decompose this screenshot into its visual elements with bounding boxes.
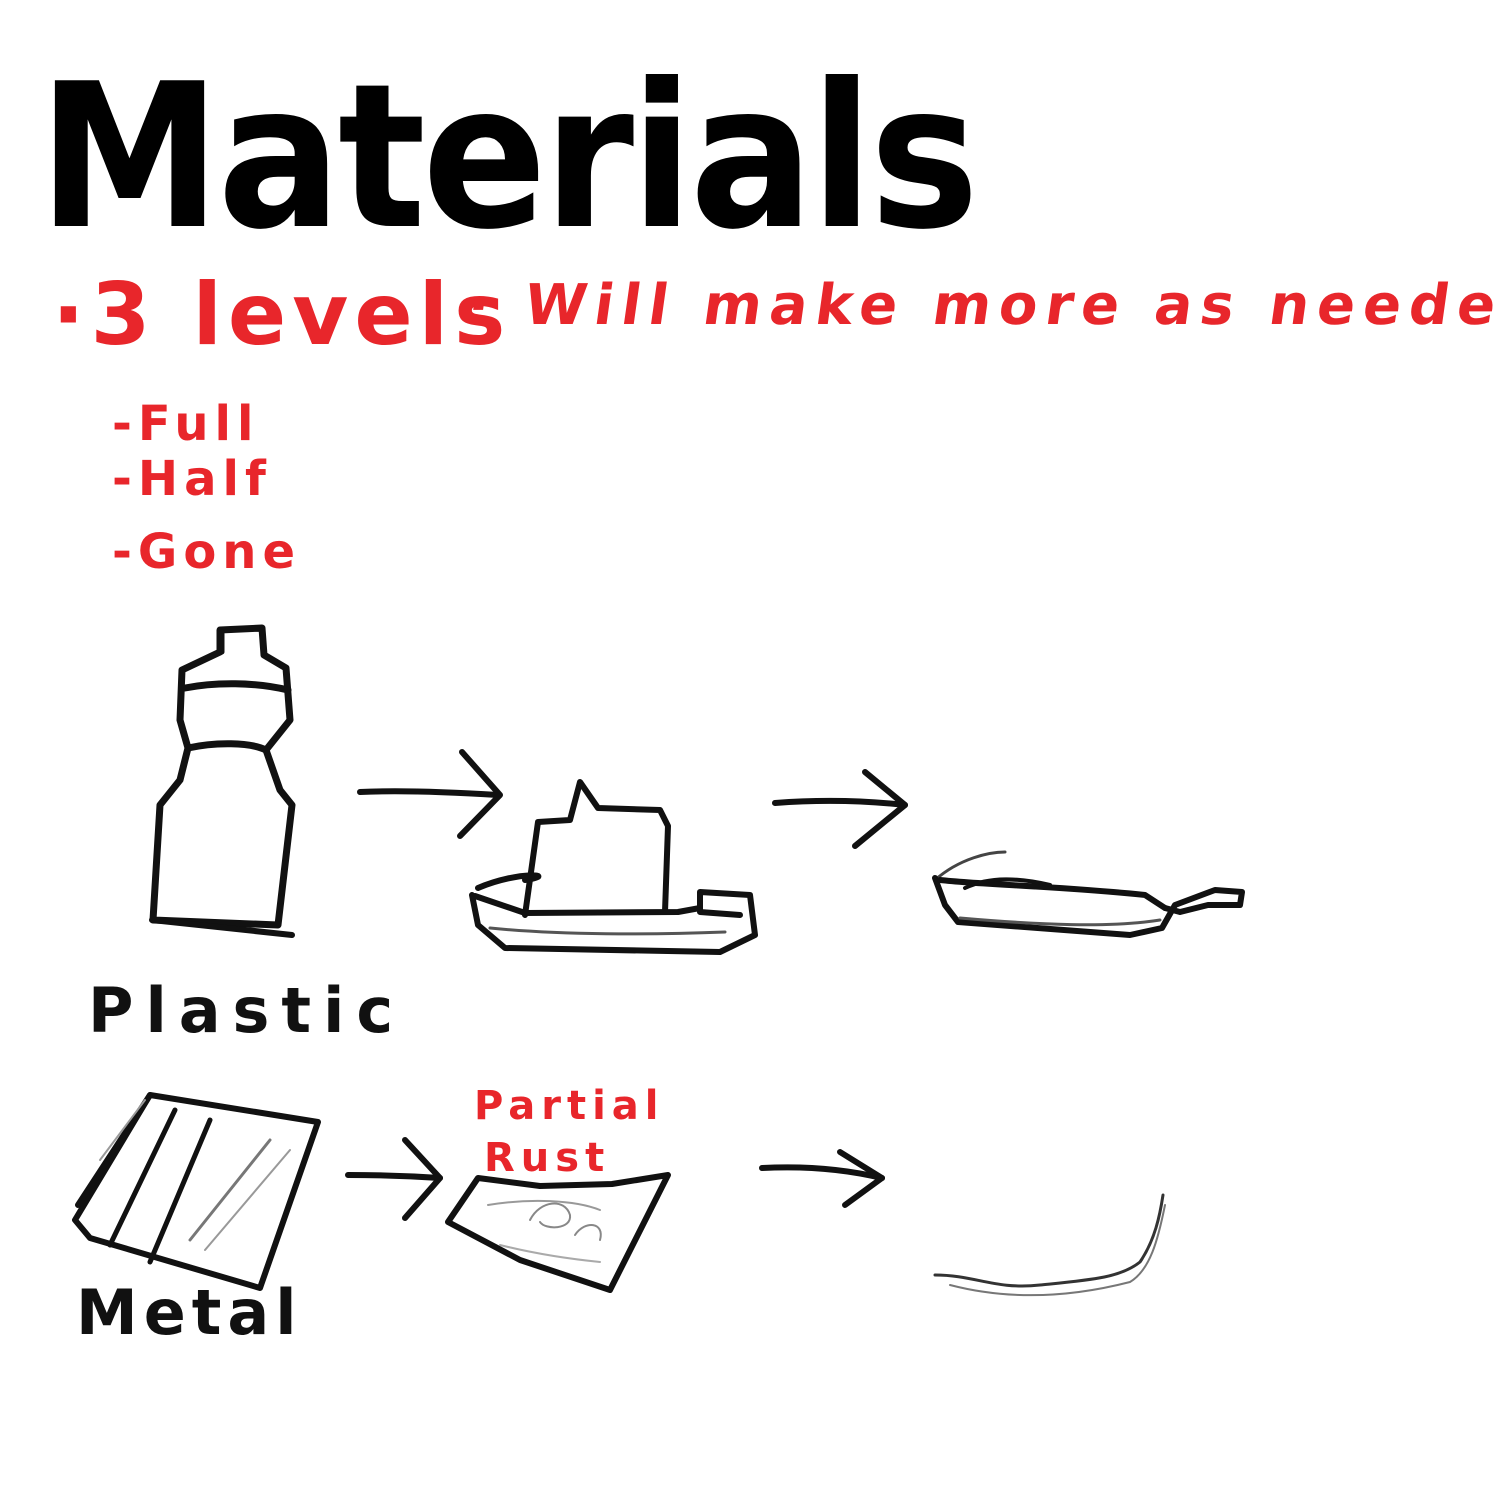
plastic-label: Plastic <box>88 974 406 1047</box>
partial-rust-note-line1: Partial <box>474 1083 665 1129</box>
metal-sheet-partial-rust-icon <box>445 1172 671 1293</box>
arrow-icon <box>772 769 908 849</box>
page-title: Materials <box>38 41 979 274</box>
plastic-bottle-flattened-icon <box>932 850 1245 938</box>
arrow-icon <box>759 1149 885 1208</box>
plastic-bottle-half-icon <box>469 779 758 955</box>
metal-sheet-full-icon <box>72 1092 321 1291</box>
level-item-half: -Half <box>112 451 272 507</box>
level-item-full: -Full <box>112 396 260 452</box>
metal-sliver-icon <box>933 1193 1166 1297</box>
arrow-icon <box>357 749 503 839</box>
plastic-bottle-full-icon <box>149 624 296 938</box>
arrow-icon <box>345 1137 443 1221</box>
level-item-gone: -Gone <box>112 524 302 580</box>
note-levels: ·3 levels <box>52 265 512 365</box>
metal-label: Metal <box>76 1276 303 1349</box>
partial-rust-note-line2: Rust <box>484 1135 611 1181</box>
